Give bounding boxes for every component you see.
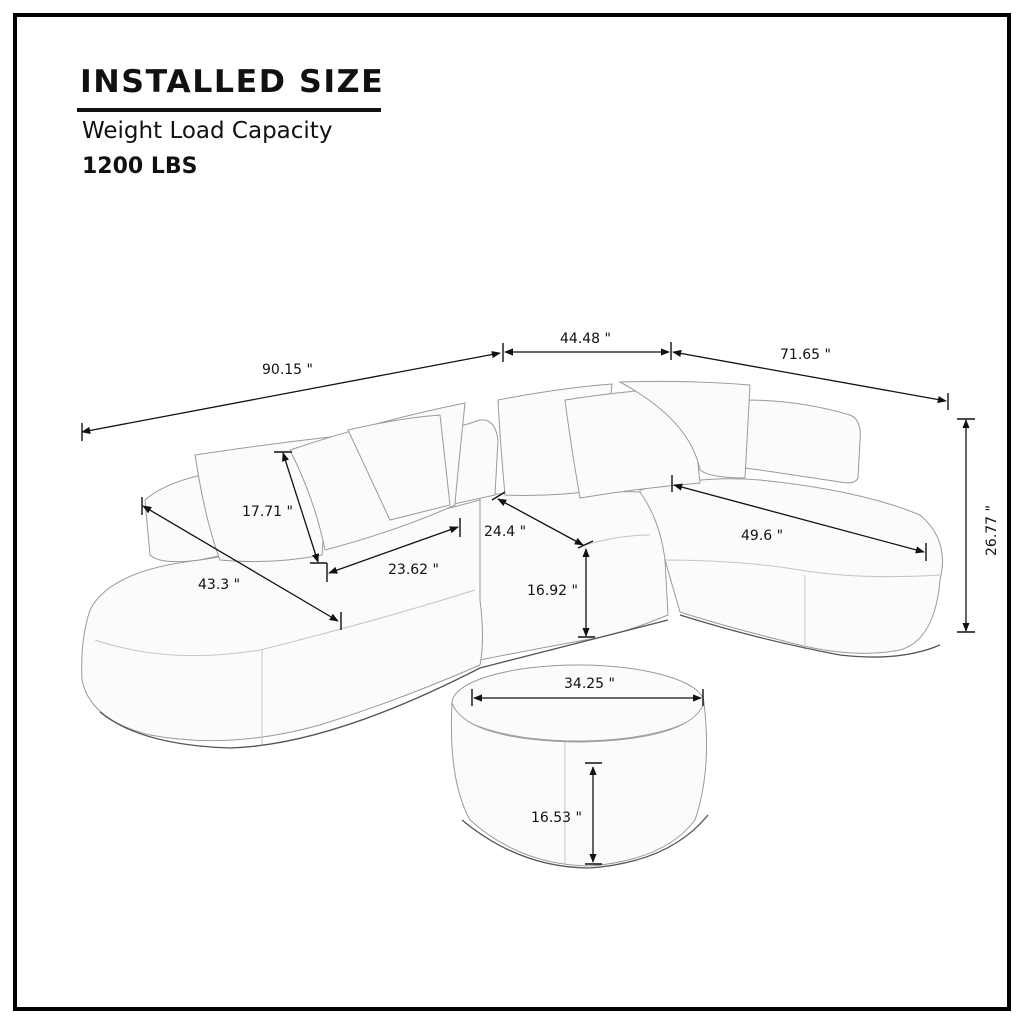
dim-label-total-height: 26.77 " — [984, 505, 1000, 556]
dimension-24-4: 24.4 " — [484, 491, 594, 549]
page-title: INSTALLED SIZE — [80, 64, 385, 100]
dim-label-left-width: 90.15 " — [262, 362, 313, 378]
image-frame — [13, 13, 1011, 1011]
dimension-49-6: 49.6 " — [671, 475, 927, 561]
dim-label-pillow-height: 17.71 " — [242, 504, 293, 520]
dim-label-right-width: 71.65 " — [780, 347, 831, 363]
dimension-71-65: 71.65 " — [672, 347, 949, 410]
dim-label-seat-height: 16.92 " — [527, 583, 578, 599]
dimension-16-53: 16.53 " — [531, 762, 602, 865]
dim-label-ottoman-diameter: 34.25 " — [564, 676, 615, 692]
dim-label-seat-depth: 24.4 " — [484, 524, 526, 540]
dimension-44-48: 44.48 " — [504, 331, 672, 360]
dim-label-pillow-width: 23.62 " — [388, 562, 439, 578]
dim-label-ottoman-height: 16.53 " — [531, 810, 582, 826]
weight-capacity-label: Weight Load Capacity — [82, 118, 333, 144]
dim-label-left-depth: 43.3 " — [198, 577, 240, 593]
dimension-26-77: 26.77 " — [957, 418, 1000, 633]
weight-capacity-value: 1200 LBS — [82, 154, 198, 179]
dim-label-center-width: 44.48 " — [560, 331, 611, 347]
dimension-16-92: 16.92 " — [527, 548, 595, 638]
dim-label-chaise-depth: 49.6 " — [741, 528, 783, 544]
ottoman-illustration — [450, 664, 709, 869]
dimension-23-62: 23.62 " — [326, 518, 461, 582]
dimension-34-25: 34.25 " — [471, 676, 704, 706]
title-underline — [77, 108, 381, 112]
dimension-90-15: 90.15 " — [81, 343, 504, 441]
dimension-43-3: 43.3 " — [141, 497, 342, 630]
